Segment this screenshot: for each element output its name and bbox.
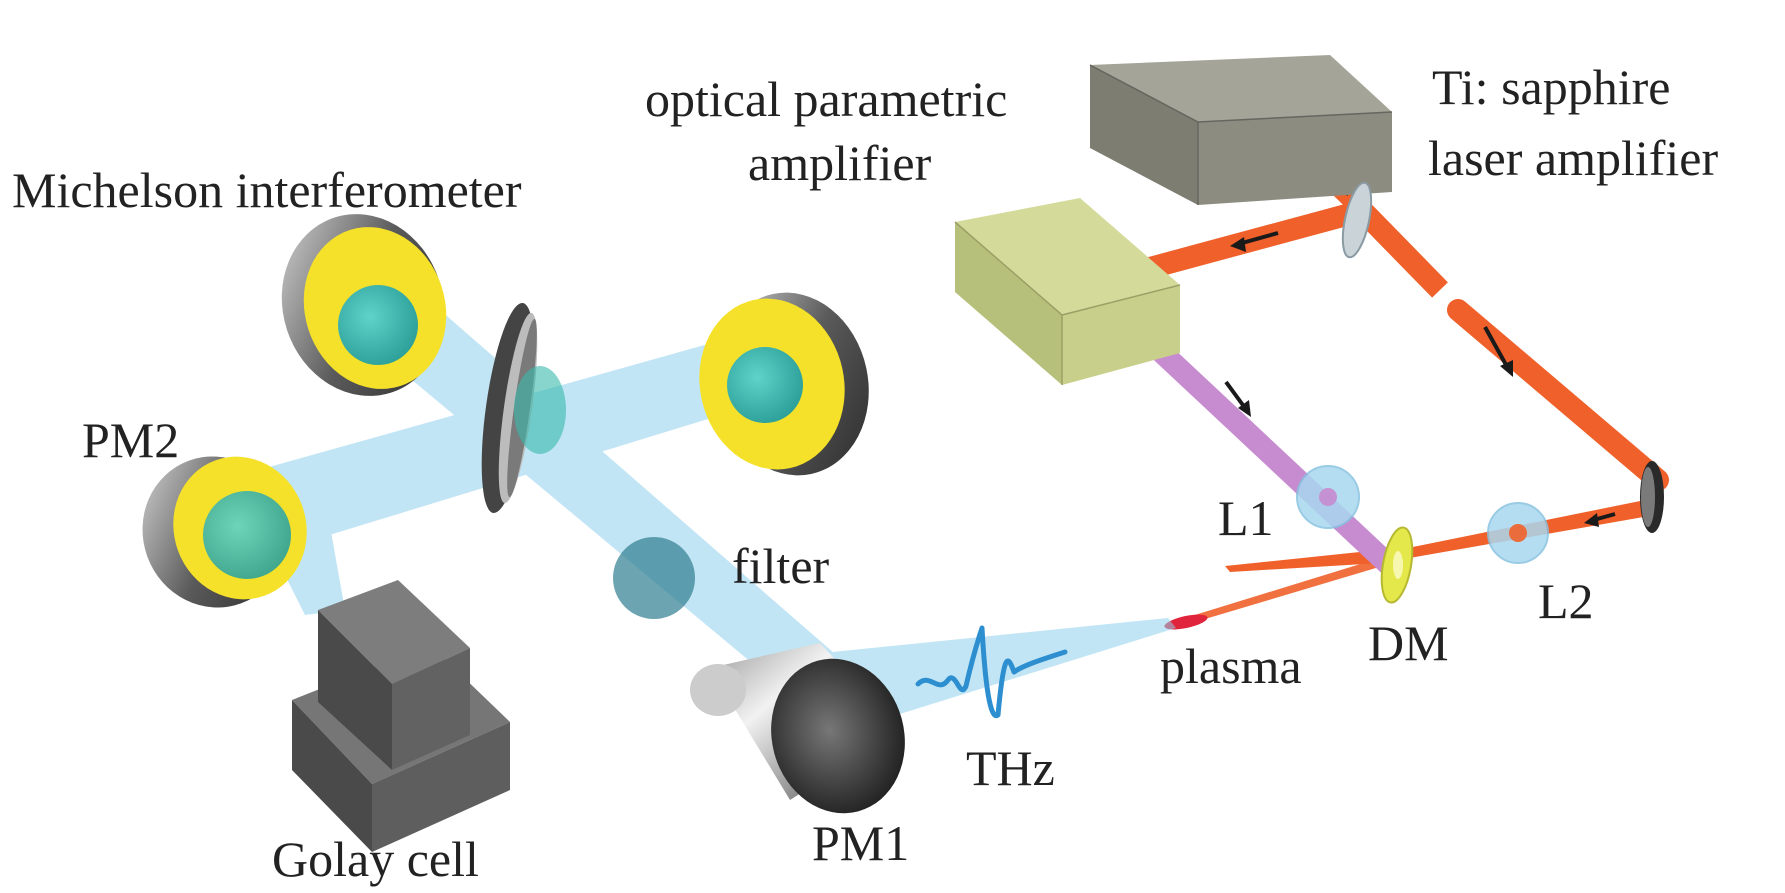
labels: optical parametric amplifier Ti: sapphir… xyxy=(12,59,1718,887)
thz-pulse-icon xyxy=(915,625,1068,719)
label-golay: Golay cell xyxy=(272,831,479,887)
label-michelson: Michelson interferometer xyxy=(12,162,522,218)
mirror-top xyxy=(281,214,447,396)
arrow-icon xyxy=(1483,326,1513,377)
beam-splitter-michelson xyxy=(481,302,566,514)
mirror-right xyxy=(699,292,869,476)
label-thz: THz xyxy=(966,740,1055,796)
opa-box xyxy=(954,198,1181,385)
label-pm2: PM2 xyxy=(82,412,179,468)
direction-arrows xyxy=(1224,166,1616,527)
ti-sapphire-laser-box xyxy=(1089,55,1393,205)
filter-disk xyxy=(613,537,695,619)
label-l2: L2 xyxy=(1538,573,1594,629)
label-dm: DM xyxy=(1368,615,1449,671)
arrow-icon xyxy=(1584,512,1616,527)
opa-beam-path xyxy=(1129,321,1401,577)
parabolic-mirror-pm1 xyxy=(690,643,905,814)
golay-cell xyxy=(292,580,510,852)
label-filter: filter xyxy=(732,538,830,594)
label-l1: L1 xyxy=(1218,490,1274,546)
parabolic-mirror-pm2 xyxy=(142,456,307,608)
plasma-spot xyxy=(1164,614,1208,630)
arrow-icon xyxy=(1224,380,1251,417)
arrow-icon xyxy=(1230,231,1279,252)
turning-mirror xyxy=(1640,461,1664,533)
label-ti-line1: Ti: sapphire xyxy=(1432,59,1670,115)
label-opa-line1: optical parametric xyxy=(645,71,1007,127)
dichroic-mirror xyxy=(1380,526,1414,604)
label-ti-line2: laser amplifier xyxy=(1428,130,1718,186)
label-plasma: plasma xyxy=(1160,638,1302,694)
beam-splitter xyxy=(1341,181,1373,259)
label-pm1: PM1 xyxy=(812,815,909,871)
label-opa-line2: amplifier xyxy=(748,135,932,191)
lens-l2 xyxy=(1487,502,1549,564)
lens-l1 xyxy=(1296,465,1360,529)
